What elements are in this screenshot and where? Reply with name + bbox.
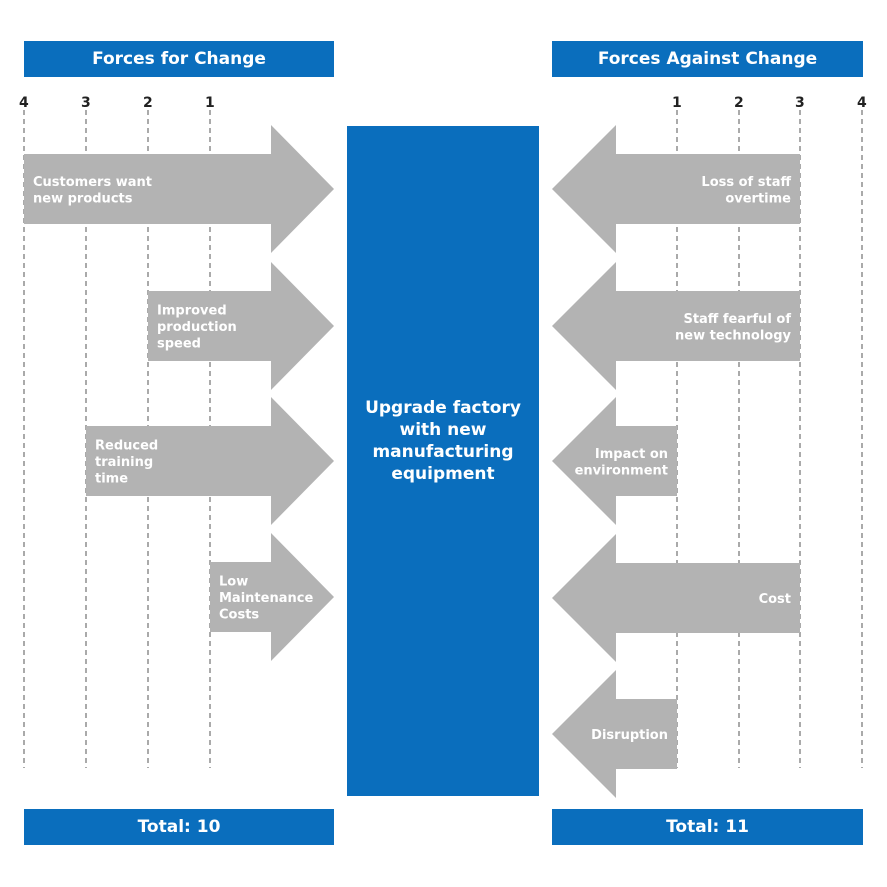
force-for-label: Low — [219, 575, 248, 590]
forces-against-total: Total: 11 — [666, 817, 749, 837]
force-against-arrow — [552, 534, 800, 662]
force-for-arrow — [24, 125, 334, 253]
force-for-label: Reduced — [95, 439, 158, 454]
change-proposal-box: Upgrade factory with new manufacturing e… — [347, 126, 539, 796]
force-against-label: new technology — [675, 328, 791, 343]
right-tick-3: 3 — [795, 95, 805, 111]
left-tick-2: 2 — [143, 95, 153, 111]
force-for-label: training — [95, 455, 153, 470]
force-against-label: environment — [575, 463, 668, 478]
forces-for-total: Total: 10 — [137, 817, 221, 837]
forces-against-title: Forces Against Change — [597, 49, 818, 69]
force-against-arrow — [552, 670, 677, 798]
force-for-label: Improved — [157, 304, 227, 319]
left-tick-1: 1 — [205, 95, 215, 111]
right-tick-1: 1 — [672, 95, 682, 111]
forces-for-total-bar: Total: 10 — [24, 809, 334, 845]
left-tick-4: 4 — [19, 95, 29, 111]
forces-against-header: Forces Against Change — [552, 41, 863, 77]
force-against-arrow — [552, 125, 800, 253]
change-proposal-label: Upgrade factory with new manufacturing e… — [365, 398, 521, 484]
forces-for-title: Forces for Change — [92, 49, 266, 69]
force-for-label: new products — [33, 191, 133, 206]
force-against-label: Impact on — [595, 447, 668, 462]
force-for-arrow — [86, 397, 334, 525]
right-tick-4: 4 — [857, 95, 867, 111]
force-for-arrow — [148, 262, 334, 390]
force-for-label: speed — [157, 337, 201, 352]
force-against-arrow — [552, 262, 800, 390]
force-for-arrow — [210, 533, 334, 661]
force-against-label: overtime — [725, 191, 791, 206]
force-against-label: Disruption — [591, 728, 668, 743]
left-tick-3: 3 — [81, 95, 91, 111]
force-against-label: Loss of staff — [701, 175, 791, 190]
right-tick-2: 2 — [734, 95, 744, 111]
force-for-label: time — [95, 472, 128, 487]
force-for-label: Maintenance — [219, 591, 313, 606]
force-against-label: Staff fearful of — [683, 312, 791, 327]
force-for-label: Customers want — [33, 175, 152, 190]
forces-against-total-bar: Total: 11 — [552, 809, 863, 845]
forces-for-header: Forces for Change — [24, 41, 334, 77]
force-against-arrow — [552, 397, 677, 525]
force-against-label: Cost — [759, 592, 791, 607]
force-for-label: production — [157, 320, 237, 335]
force-for-label: Costs — [219, 608, 259, 623]
